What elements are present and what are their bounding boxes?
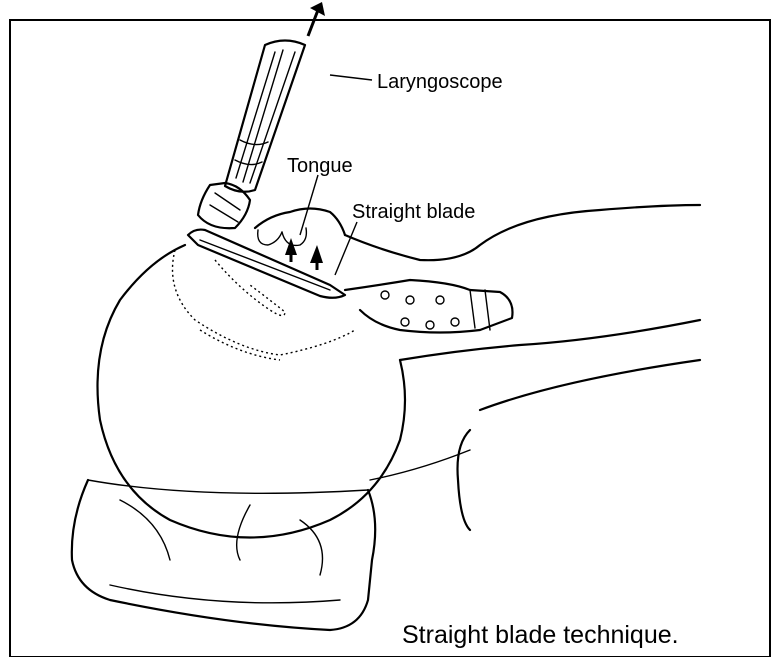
pillow [72,480,375,630]
tongue-label: Tongue [287,155,353,177]
laryngoscope-leader [330,75,372,80]
laryngoscope [188,2,345,298]
blade-leader [335,222,357,275]
straight-blade-label: Straight blade [352,201,475,223]
figure-caption: Straight blade technique. [402,621,679,649]
laryngoscope-label: Laryngoscope [377,71,503,93]
tongue-arrows [285,238,323,270]
hand [255,205,700,260]
tongue-leader [300,175,318,235]
trachea [345,280,513,333]
patient-body [370,320,700,530]
frame-border [10,20,770,657]
